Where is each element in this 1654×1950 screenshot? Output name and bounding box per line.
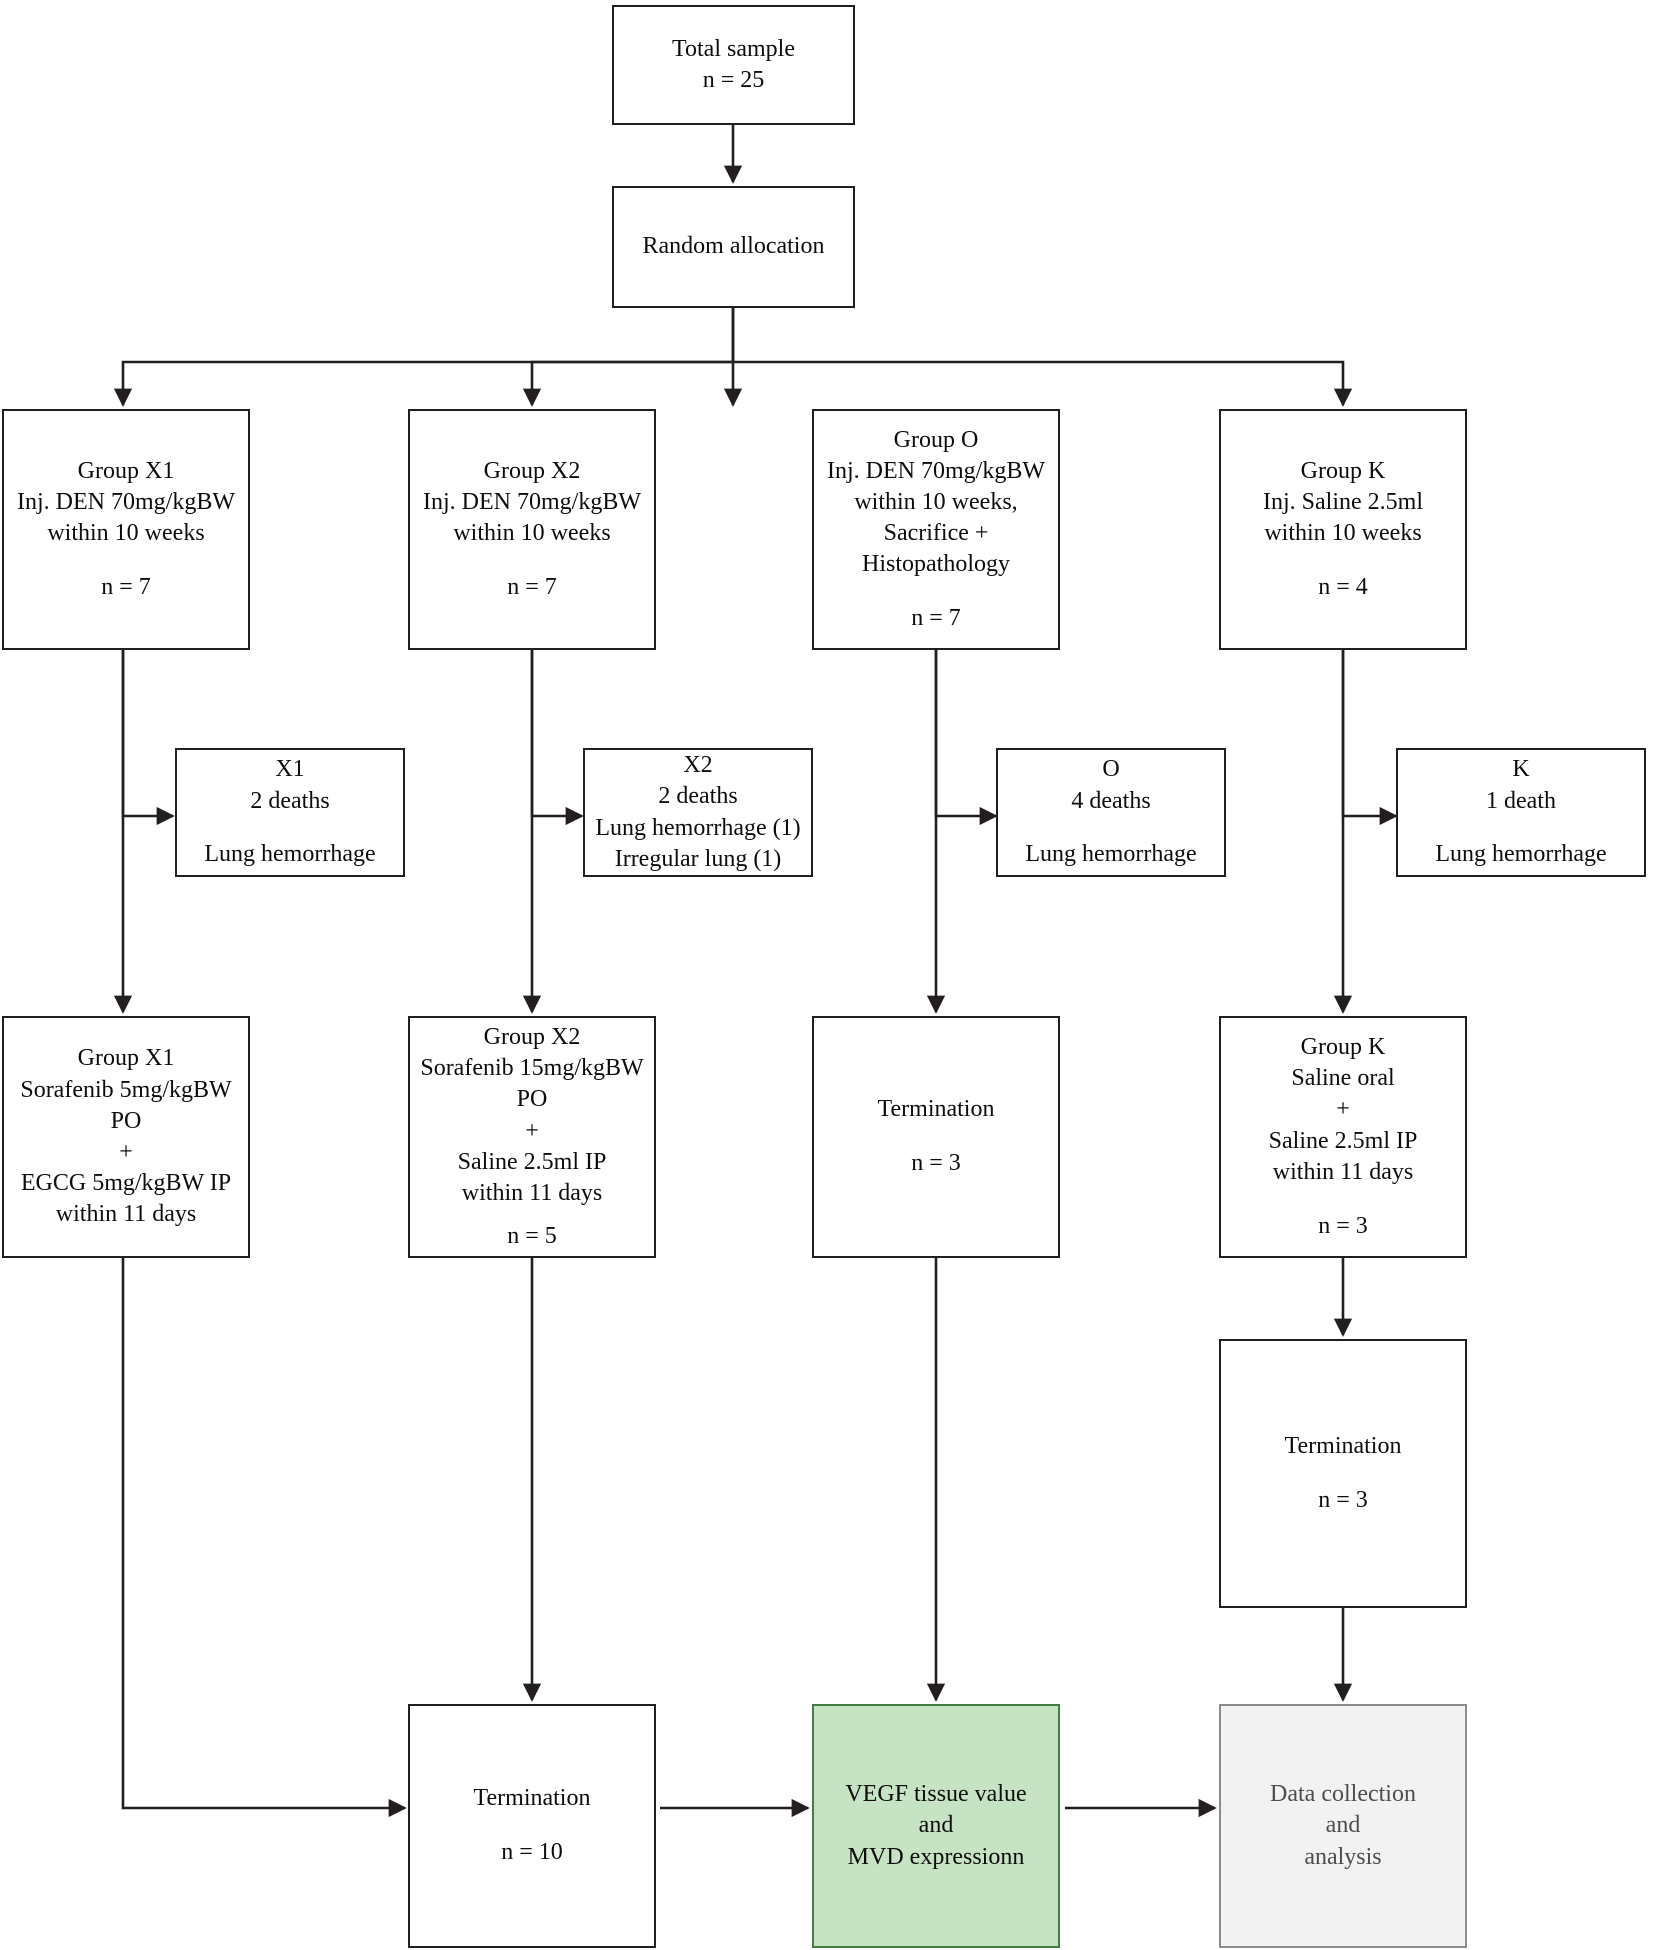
node-random-allocation[interactable]: Random allocation bbox=[612, 186, 855, 308]
node-group-x2-allocation[interactable]: Group X2 Inj. DEN 70mg/kgBW within 10 we… bbox=[408, 409, 656, 650]
edge-o-to-deaths bbox=[934, 650, 998, 826]
deaths-x1-line-2: 2 deaths bbox=[250, 787, 330, 814]
group-x2-treat-line-4: + bbox=[525, 1117, 539, 1144]
node-group-k-treatment[interactable]: Group K Saline oral + Saline 2.5ml IP wi… bbox=[1219, 1016, 1467, 1258]
termination-main-line-1: Termination bbox=[473, 1785, 591, 1812]
group-x2-treat-line-5: Saline 2.5ml IP bbox=[457, 1148, 607, 1175]
edge-x1-to-deaths bbox=[121, 650, 175, 826]
group-x1-alloc-line-5: n = 7 bbox=[101, 574, 151, 601]
node-deaths-x1[interactable]: X1 2 deaths Lung hemorrhage bbox=[175, 748, 405, 877]
group-x2-treat-line-6: within 11 days bbox=[461, 1179, 603, 1206]
deaths-k-line-1: K bbox=[1512, 756, 1530, 783]
node-group-x1-allocation[interactable]: Group X1 Inj. DEN 70mg/kgBW within 10 we… bbox=[2, 409, 250, 650]
node-deaths-k[interactable]: K 1 death Lung hemorrhage bbox=[1396, 748, 1646, 877]
node-group-x1-treatment[interactable]: Group X1 Sorafenib 5mg/kgBW PO + EGCG 5m… bbox=[2, 1016, 250, 1258]
node-group-o-allocation[interactable]: Group O Inj. DEN 70mg/kgBW within 10 wee… bbox=[812, 409, 1060, 650]
termination-k-line-3: n = 3 bbox=[1318, 1486, 1368, 1513]
group-x1-alloc-line-1: Group X1 bbox=[77, 457, 175, 484]
group-x1-alloc-line-3: within 10 weeks bbox=[47, 520, 205, 547]
node-data-collection[interactable]: Data collection and analysis bbox=[1219, 1704, 1467, 1948]
group-x1-alloc-line-2: Inj. DEN 70mg/kgBW bbox=[17, 488, 235, 515]
deaths-x2-line-2: 2 deaths bbox=[658, 783, 738, 810]
group-x2-alloc-line-2: Inj. DEN 70mg/kgBW bbox=[423, 488, 641, 515]
group-o-alloc-line-7: n = 7 bbox=[911, 605, 961, 632]
vegf-mvd-line-1: VEGF tissue value bbox=[845, 1781, 1027, 1808]
vegf-mvd-line-3: MVD expressionn bbox=[847, 1843, 1025, 1870]
node-vegf-mvd-outcome[interactable]: VEGF tissue value and MVD expressionn bbox=[812, 1704, 1060, 1948]
group-x2-alloc-line-3: within 10 weeks bbox=[453, 520, 611, 547]
group-k-alloc-line-2: Inj. Saline 2.5ml bbox=[1263, 488, 1423, 515]
edge-x1treat-to-termination bbox=[121, 1258, 407, 1818]
deaths-x2-line-1: X2 bbox=[683, 752, 713, 779]
vegf-mvd-line-2: and bbox=[918, 1812, 954, 1839]
group-k-treat-line-2: Saline oral bbox=[1291, 1065, 1395, 1092]
deaths-k-line-2: 1 death bbox=[1486, 787, 1556, 814]
deaths-x1-line-4: Lung hemorrhage bbox=[204, 841, 376, 868]
edge-random-to-k bbox=[731, 308, 1353, 407]
group-x1-treat-line-1: Group X1 bbox=[77, 1045, 175, 1072]
edge-x2-to-deaths bbox=[530, 650, 584, 826]
group-o-alloc-line-4: Sacrifice + bbox=[883, 520, 989, 547]
total-sample-line-2: n = 25 bbox=[702, 67, 765, 93]
group-k-treat-line-5: within 11 days bbox=[1272, 1158, 1414, 1185]
deaths-o-line-4: Lung hemorrhage bbox=[1025, 841, 1197, 868]
group-x1-treat-line-2: Sorafenib 5mg/kgBW bbox=[20, 1076, 232, 1103]
random-allocation-line-1: Random allocation bbox=[642, 233, 825, 260]
node-group-k-allocation[interactable]: Group K Inj. Saline 2.5ml within 10 week… bbox=[1219, 409, 1467, 650]
group-o-alloc-line-1: Group O bbox=[893, 426, 979, 453]
termination-main-line-3: n = 10 bbox=[501, 1839, 563, 1866]
edge-random-to-x1 bbox=[113, 308, 735, 407]
data-collection-line-3: analysis bbox=[1304, 1843, 1382, 1870]
group-o-alloc-line-5: Histopathology bbox=[862, 551, 1010, 578]
group-k-treat-line-4: Saline 2.5ml IP bbox=[1268, 1127, 1418, 1154]
group-x1-treat-line-3: PO bbox=[110, 1107, 142, 1134]
node-deaths-o[interactable]: O 4 deaths Lung hemorrhage bbox=[996, 748, 1226, 877]
group-k-alloc-line-3: within 10 weeks bbox=[1264, 520, 1422, 547]
deaths-x2-line-3: Lung hemorrhage (1) bbox=[595, 814, 801, 841]
node-deaths-x2[interactable]: X2 2 deaths Lung hemorrhage (1) Irregula… bbox=[583, 748, 813, 877]
deaths-x1-line-1: X1 bbox=[275, 756, 305, 783]
deaths-x2-line-4: Irregular lung (1) bbox=[614, 845, 782, 872]
group-o-alloc-line-3: within 10 weeks, bbox=[854, 488, 1018, 515]
node-total-sample[interactable]: Total sample n = 25 bbox=[612, 5, 855, 125]
group-x2-treat-line-1: Group X2 bbox=[483, 1024, 581, 1050]
deaths-o-line-1: O bbox=[1102, 756, 1120, 783]
group-k-treat-line-7: n = 3 bbox=[1318, 1212, 1368, 1239]
group-x1-treat-line-5: EGCG 5mg/kgBW IP bbox=[20, 1170, 232, 1197]
data-collection-line-2: and bbox=[1325, 1812, 1361, 1839]
group-x2-treat-line-8: n = 5 bbox=[507, 1222, 557, 1249]
group-k-alloc-line-1: Group K bbox=[1300, 457, 1386, 484]
group-x2-treat-line-2: Sorafenib 15mg/kgBW bbox=[420, 1055, 644, 1082]
total-sample-line-1: Total sample bbox=[672, 35, 795, 62]
node-group-x2-treatment[interactable]: Group X2 Sorafenib 15mg/kgBW PO + Saline… bbox=[408, 1016, 656, 1258]
group-x1-treat-line-4: + bbox=[119, 1139, 133, 1165]
group-x1-treat-line-6: within 11 days bbox=[55, 1201, 197, 1228]
group-k-treat-line-1: Group K bbox=[1300, 1034, 1386, 1061]
deaths-k-line-4: Lung hemorrhage bbox=[1435, 841, 1607, 868]
group-k-treat-line-3: + bbox=[1336, 1096, 1350, 1123]
group-x2-treat-line-3: PO bbox=[516, 1086, 548, 1113]
deaths-o-line-2: 4 deaths bbox=[1071, 787, 1151, 814]
group-x2-alloc-line-1: Group X2 bbox=[483, 457, 581, 484]
termination-k-line-1: Termination bbox=[1284, 1432, 1402, 1459]
group-x2-alloc-line-5: n = 7 bbox=[507, 574, 557, 601]
group-o-alloc-line-2: Inj. DEN 70mg/kgBW bbox=[827, 457, 1045, 484]
group-k-alloc-line-5: n = 4 bbox=[1318, 574, 1368, 601]
edge-random-to-x2 bbox=[522, 308, 735, 407]
node-termination-main[interactable]: Termination n = 10 bbox=[408, 1704, 656, 1948]
node-termination-k[interactable]: Termination n = 3 bbox=[1219, 1339, 1467, 1608]
data-collection-line-1: Data collection bbox=[1270, 1781, 1416, 1808]
node-termination-o[interactable]: Termination n = 3 bbox=[812, 1016, 1060, 1258]
edge-k-to-deaths bbox=[1341, 650, 1398, 826]
termination-o-line-3: n = 3 bbox=[911, 1150, 961, 1177]
termination-o-line-1: Termination bbox=[877, 1096, 995, 1123]
